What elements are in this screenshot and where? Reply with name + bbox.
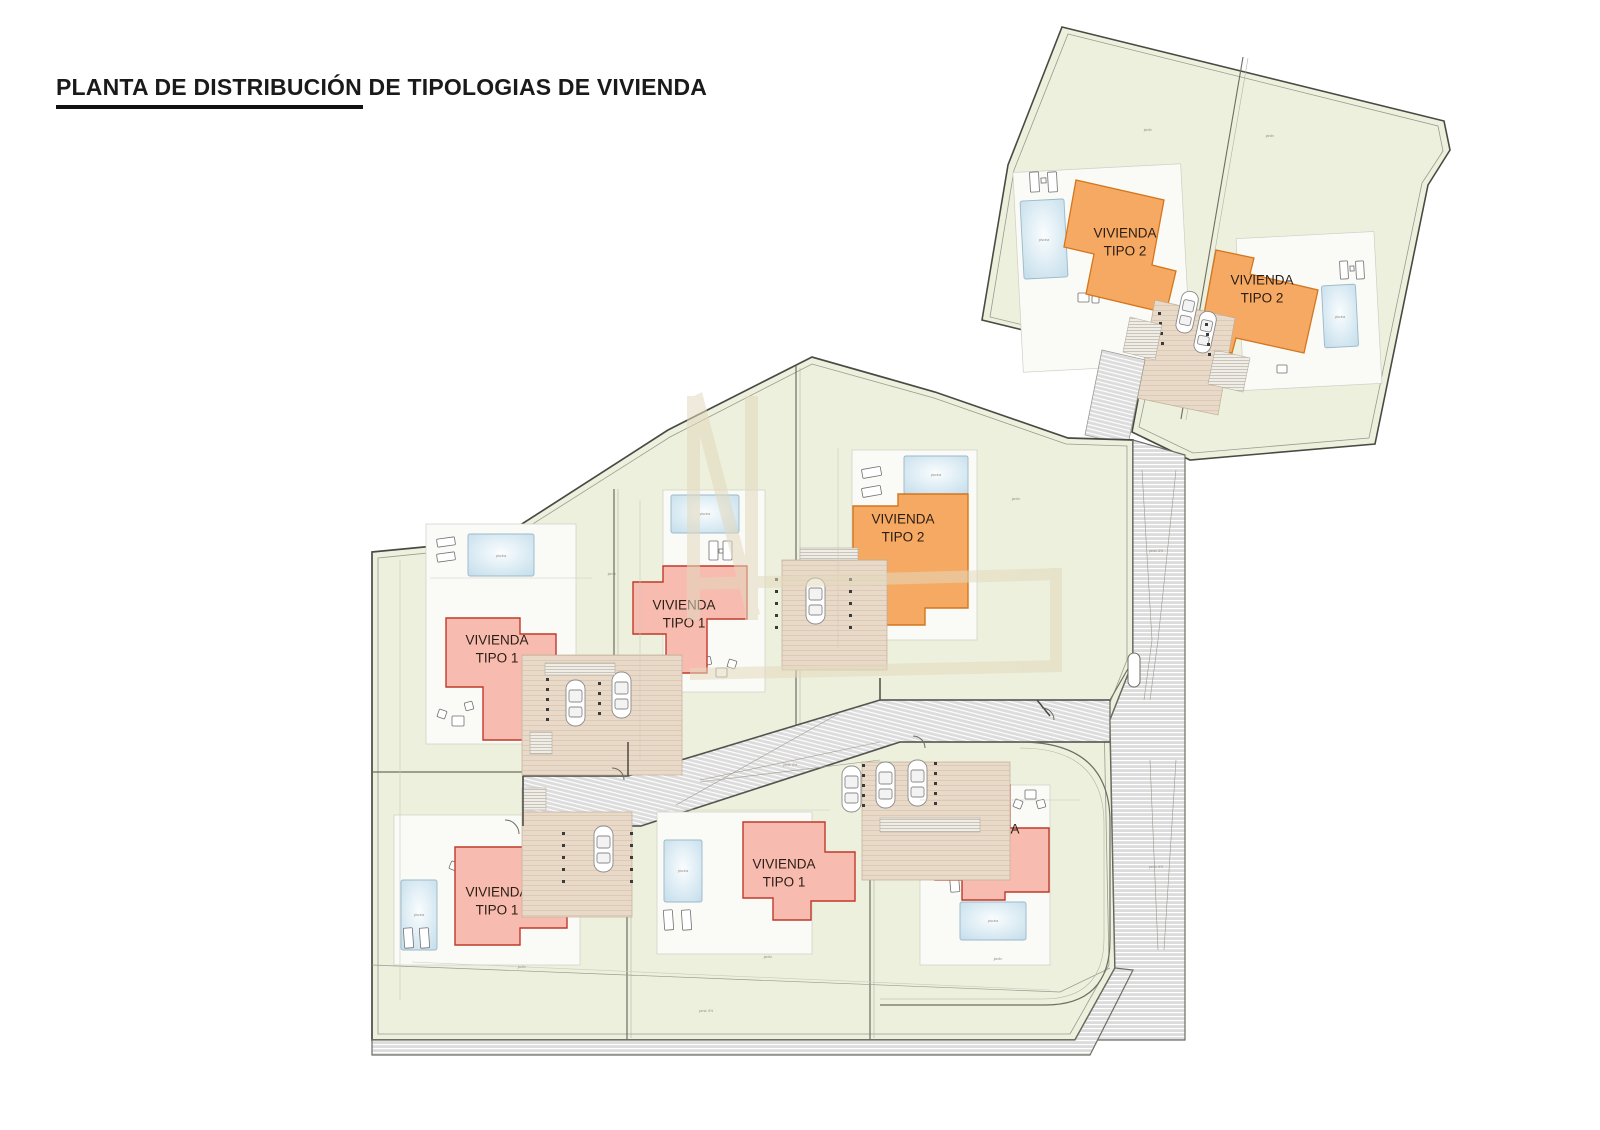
garden-note-u5: jardín: [763, 955, 773, 959]
steps-u4: [521, 787, 547, 811]
loungers-u4: [402, 927, 431, 949]
pool-u1: [467, 533, 535, 577]
gate-arcs: [504, 707, 1055, 835]
pool-u6: [959, 901, 1027, 941]
parking-u1-u2: [546, 671, 632, 727]
pool-u5: [663, 839, 703, 903]
stairs-north-left: [1122, 316, 1163, 361]
parking-u4: [562, 825, 633, 883]
garden-note-u1: jardín: [607, 572, 617, 576]
pool-label-u2: piscina: [700, 512, 711, 516]
road-east-note-1: pend. 6%: [1149, 549, 1163, 553]
pool-label-u5: piscina: [678, 869, 689, 873]
car-icon: [841, 765, 862, 813]
steps-u1: [529, 731, 553, 755]
house-u5: [742, 821, 856, 921]
north-parcel-block: piscina VIVIENDA TIPO 2: [981, 26, 1451, 461]
pool-label-u1: piscina: [496, 554, 507, 558]
north-block-inner-line: [989, 33, 1444, 454]
pool-label-u7: piscina: [1039, 238, 1050, 242]
road-island-east: [1127, 652, 1141, 688]
unit-label-u1-line2: TIPO 1: [476, 651, 519, 666]
plot-u6-rounded-edge: [880, 741, 1111, 1006]
patio-set-u1: [436, 700, 475, 727]
unit-label-u4-line2: TIPO 1: [476, 903, 519, 918]
road-centre-lines: [675, 713, 881, 806]
pool-label-u8: piscina: [1335, 315, 1346, 319]
unit-label-u3-line2: TIPO 2: [882, 530, 925, 545]
pool-label-u3: piscina: [931, 473, 942, 477]
main-site-block: pend. 6% pend. 6% pend. 6% pend. 6% pisc…: [371, 356, 1186, 1056]
driveway-u4: [521, 811, 633, 918]
pool-label-u4: piscina: [414, 913, 425, 917]
road-kerb-north: [523, 699, 1110, 777]
garden-note-u6: jardín: [993, 957, 1003, 961]
page-title: PLANTA DE DISTRIBUCIÓN DE TIPOLOGIAS DE …: [56, 74, 708, 100]
loungers-u1: [436, 536, 456, 563]
pool-u8: [1321, 283, 1359, 349]
plot-u7: piscina VIVIENDA TIPO 2: [1012, 163, 1192, 373]
site-outline-inner: [377, 363, 1128, 1035]
perimeter-road-south: [371, 967, 1134, 1056]
plot-u1: piscina VIVIENDA TIPO 1 jardín: [425, 523, 617, 745]
plot-u8: piscina VIVIENDA TIPO 2: [1197, 231, 1383, 391]
parking-u6: [841, 759, 937, 813]
plot-u3: piscina VIVIENDA TIPO 2 jardín: [851, 449, 1021, 641]
stairs-u3: [799, 547, 859, 561]
plot-note-n2: jardín: [1143, 128, 1153, 132]
unit-label-u8-line2: TIPO 2: [1241, 291, 1284, 306]
loungers-u7: [1029, 171, 1058, 193]
road-east-note-2: pend. 6%: [1149, 865, 1163, 869]
stairs-north-right: [1207, 349, 1251, 393]
unit-label-u7-line2: TIPO 2: [1104, 244, 1147, 259]
patio-set-u7: [1077, 292, 1100, 304]
unit-label-u4-line1: VIVIENDA: [465, 885, 528, 900]
loungers-u3: [861, 466, 882, 498]
south-road-note: pend. 6%: [699, 1009, 713, 1013]
stairs-u1: [544, 662, 616, 676]
loungers-u2: [708, 540, 733, 561]
loungers-u8: [1339, 260, 1365, 280]
unit-label-u2-line1: VIVIENDA: [652, 598, 715, 613]
bollards-north: [1158, 312, 1211, 356]
stairs-u6: [879, 817, 981, 833]
unit-label-u5-line1: VIVIENDA: [752, 857, 815, 872]
car-icon: [565, 679, 586, 727]
road-east-taper: [1141, 469, 1177, 951]
garden-note-u3: jardín: [1011, 497, 1021, 501]
plot-u6-rounded-edge-ghost: [880, 747, 1105, 1000]
title-underline: [56, 105, 363, 109]
plot-u5: piscina VIVIENDA TIPO 1 jardín: [656, 811, 856, 959]
unit-label-u1-line1: VIVIENDA: [465, 633, 528, 648]
road-slope-note: pend. 6%: [783, 763, 797, 767]
car-icon: [611, 671, 632, 719]
unit-label-u3-line1: VIVIENDA: [871, 512, 934, 527]
pool-label-u6: piscina: [988, 919, 999, 923]
unit-label-u5-line2: TIPO 1: [763, 875, 806, 890]
car-icon: [875, 761, 896, 809]
parking-north: [1158, 290, 1217, 356]
plot-note-n1: jardín: [1265, 134, 1275, 138]
loungers-u5: [662, 909, 693, 931]
car-icon: [907, 759, 928, 807]
patio-set-u8: [1276, 364, 1288, 374]
setback-lines: [399, 448, 1080, 1000]
watermark-logo: [687, 392, 1062, 680]
car-icon: [593, 825, 614, 873]
parking-u3: [775, 577, 852, 629]
unit-label-u7-line1: VIVIENDA: [1093, 226, 1156, 241]
unit-label-u8-line1: VIVIENDA: [1230, 273, 1293, 288]
title-block: PLANTA DE DISTRIBUCIÓN DE TIPOLOGIAS DE …: [56, 74, 708, 109]
south-road-edge-ghost: [371, 964, 1111, 993]
